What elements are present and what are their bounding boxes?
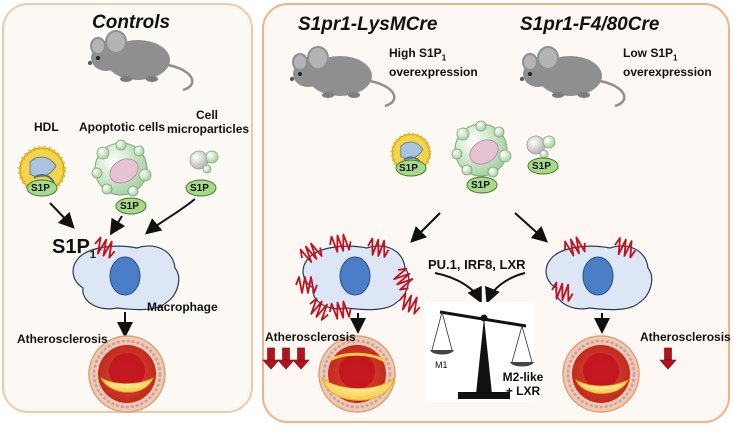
- microparticles-label: Cell microparticles: [167, 108, 250, 136]
- knockout-arrows: [350, 212, 610, 334]
- control-arrows: [49, 198, 196, 338]
- scale-m1-label: M1: [435, 360, 448, 370]
- center-apo-s1p-badge: S1P: [471, 180, 490, 191]
- hdl-label: HDL: [34, 120, 59, 134]
- lysm-title: S1pr1-LysMCre: [298, 14, 438, 35]
- f480-note: Low S1P1 overexpression: [623, 46, 712, 79]
- scale-m2-line1: M2-like: [502, 370, 544, 384]
- f480-note-line1: Low S1P: [623, 46, 674, 60]
- lysm-note-sub: 1: [441, 53, 447, 63]
- lysm-note: High S1P1 overexpression: [389, 46, 478, 79]
- lysm-note-line1: High S1P: [389, 46, 442, 60]
- control-athero-label: Atherosclerosis: [17, 332, 108, 346]
- s1p1-receptor-label: S1P1: [52, 237, 96, 262]
- apoptotic-label: Apoptotic cells: [79, 120, 166, 134]
- lysm-athero-label: Atherosclerosis: [265, 330, 356, 344]
- s1p1-receptor-text: S1P: [52, 236, 90, 258]
- controls-title: Controls: [92, 12, 171, 33]
- f480-athero-label: Atherosclerosis: [640, 330, 731, 344]
- f480-title: S1pr1-F4/80Cre: [520, 14, 660, 35]
- scale-m2-label: M2-like + LXR: [493, 370, 553, 398]
- microparticles-label-line1: Cell: [195, 108, 218, 122]
- lysm-artery: [317, 334, 397, 414]
- center-micro-s1p-badge: S1P: [532, 161, 551, 172]
- lysm-note-line2: overexpression: [389, 65, 478, 80]
- f480-artery: [561, 334, 641, 414]
- microparticles-label-line2: microparticles: [167, 122, 250, 136]
- control-mouse: [86, 29, 194, 92]
- f480-macrophage: [545, 234, 653, 311]
- apoptotic-s1p-badge: S1P: [120, 201, 139, 212]
- transcription-factors-label: PU.1, IRF8, LXR: [428, 257, 526, 272]
- lysm-macrophage: [295, 232, 424, 323]
- f480-note-line2: overexpression: [623, 65, 712, 80]
- f480-decrease-arrow: [659, 347, 677, 370]
- scale-m2-line2: + LXR: [505, 384, 541, 398]
- control-artery: [87, 334, 167, 414]
- balance-scale: [425, 302, 535, 402]
- micro-s1p-badge: S1P: [190, 183, 209, 194]
- f480-note-sub: 1: [673, 53, 678, 63]
- f480-mouse: [518, 45, 626, 108]
- macrophage-label: Macrophage: [147, 300, 218, 314]
- s1p1-receptor-sub: 1: [89, 249, 96, 261]
- hdl-s1p-badge: S1P: [31, 183, 50, 194]
- center-hdl-s1p-badge: S1P: [399, 163, 418, 174]
- lysm-increase-arrows: [262, 347, 310, 370]
- lysm-mouse: [288, 45, 396, 108]
